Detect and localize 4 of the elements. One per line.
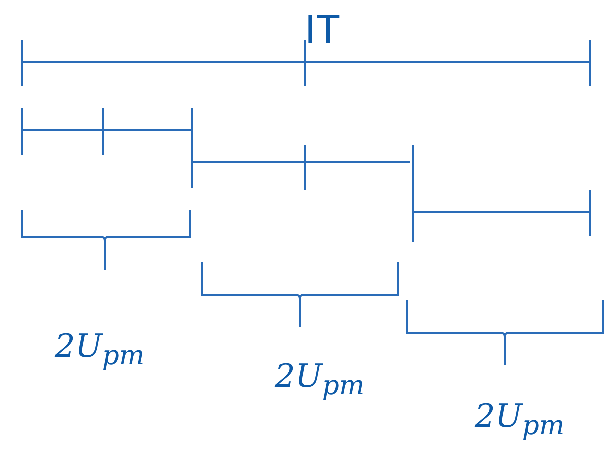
formula-label: 2U$_{pm}$ [55,330,145,370]
formula-label: 2U$_{pm}$ [475,400,565,440]
formula-label: 2U$_{pm}$ [275,360,365,400]
dimension-label: IT [305,10,341,50]
